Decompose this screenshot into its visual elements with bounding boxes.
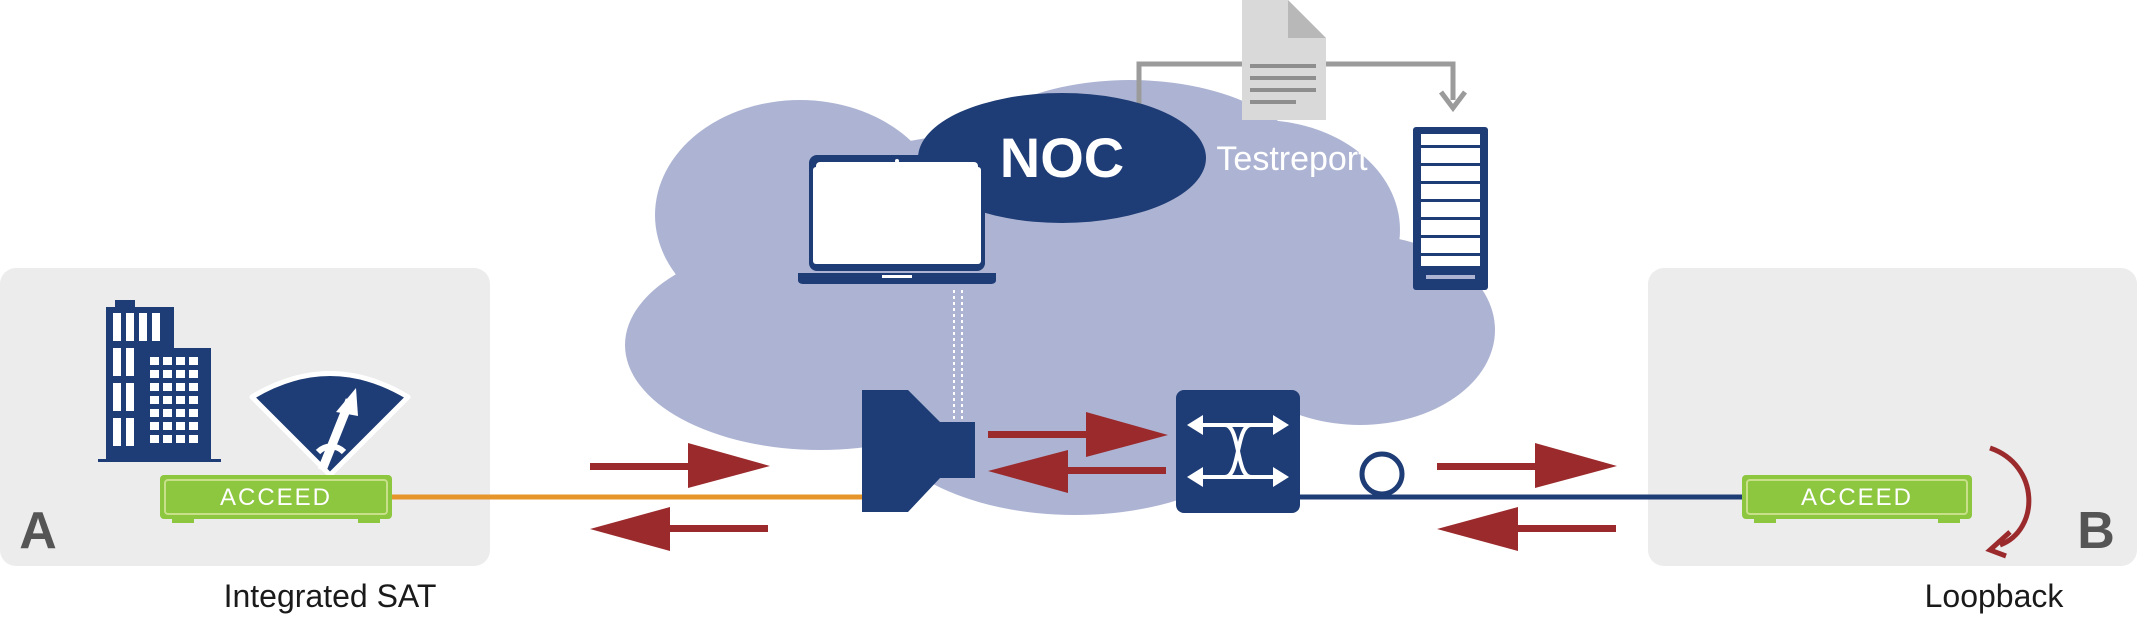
acceed-device-a-label: ACCEED [220,484,332,511]
arrow-left-center-lower [988,450,1166,493]
arrow-right-left-upper [590,443,770,488]
caption-loopback: Loopback [1925,578,2065,614]
building-windows [113,313,198,446]
arrow-left-right-lower [1437,507,1616,551]
arrow-right-right-upper [1437,443,1617,488]
arrows [590,412,1617,551]
acceed-device-a: ACCEED [160,475,392,523]
noc-ellipse [918,93,1206,223]
laptop-icon [798,155,996,284]
report-connector-arrowhead [1439,90,1467,113]
arrow-left-left-lower [590,507,768,551]
acceed-device-b: ACCEED [1742,475,1972,523]
server-rack-icon [1413,127,1488,290]
site-b-panel [1648,268,2137,566]
caption-integrated-sat: Integrated SAT [224,578,437,614]
noc-label: NOC [1000,126,1124,189]
arrow-right-center-upper [988,412,1168,457]
acceed-device-b-label: ACCEED [1801,484,1913,511]
network-interface-icon [862,390,975,512]
site-a-panel [0,268,490,566]
switch-icon [1176,390,1300,513]
site-b-label: B [2077,502,2115,560]
speedometer-icon [249,371,411,478]
site-a-label: A [19,502,57,560]
laptop-cable [953,290,963,420]
loopback-arrow-icon [1985,445,2032,559]
document-icon [1242,0,1326,120]
fiber-loop-icon [1359,451,1405,497]
testreport-label: Testreport [1216,140,1368,178]
